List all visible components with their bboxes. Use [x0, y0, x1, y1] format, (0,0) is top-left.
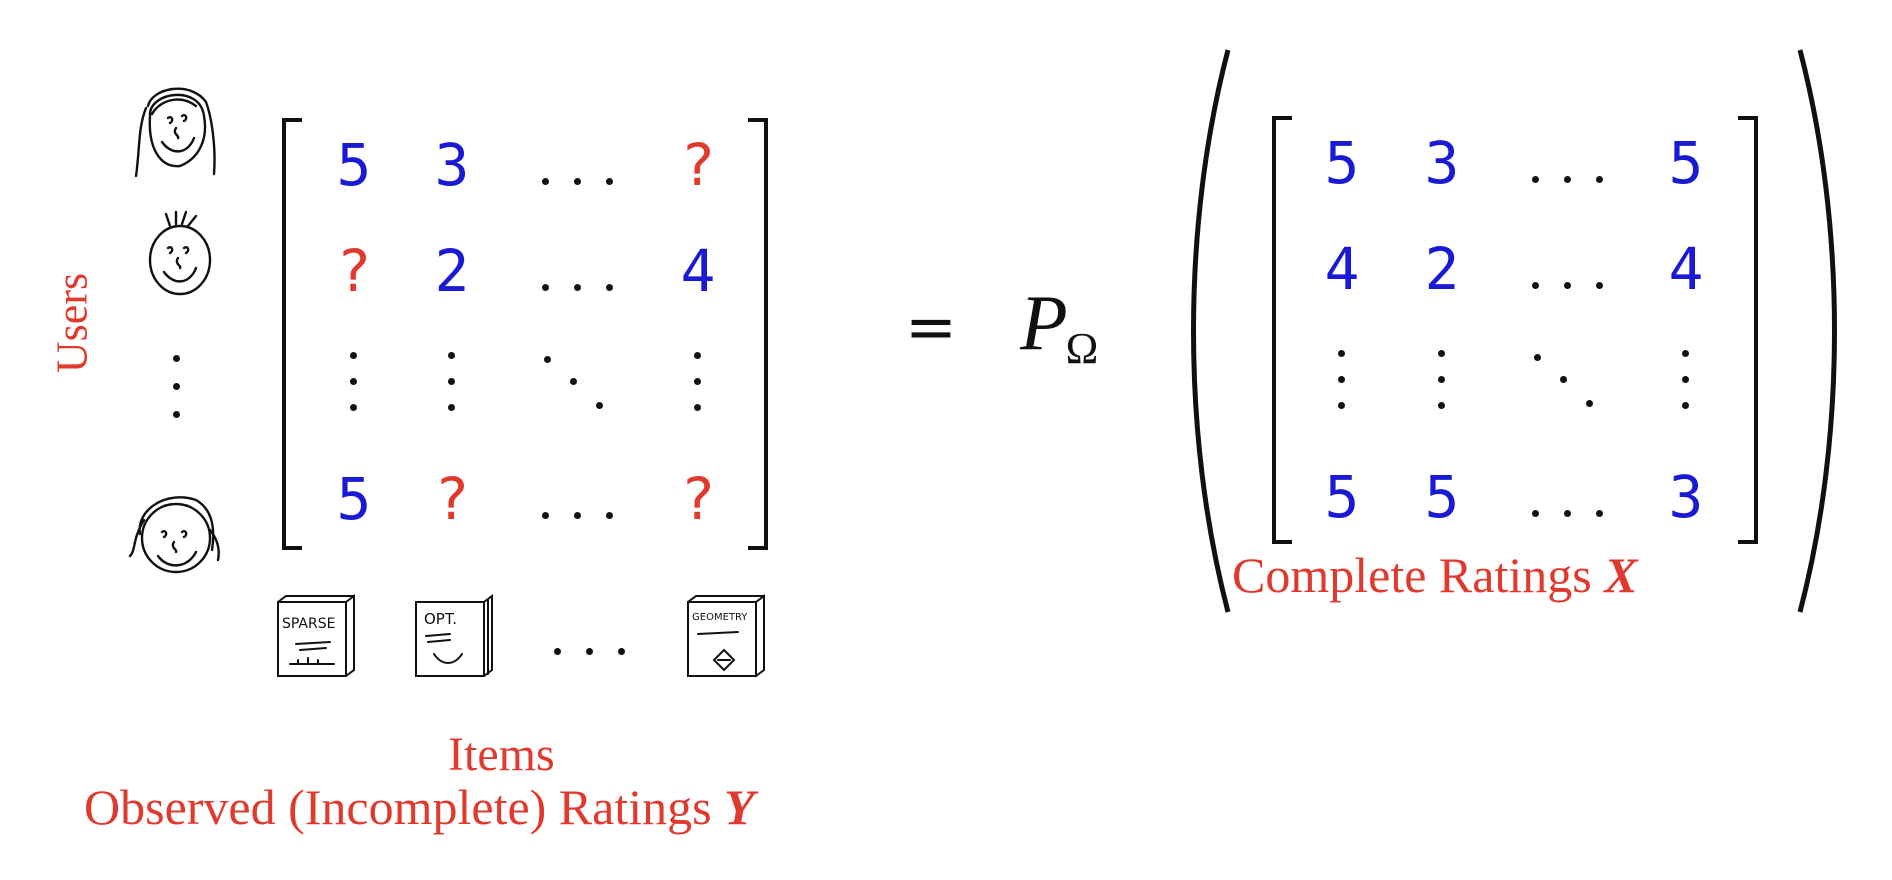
right-matrix-cell: 5 — [1324, 129, 1360, 197]
left-matrix-vdots — [688, 352, 708, 432]
observed-ratings-text: Observed (Incomplete) Ratings — [84, 779, 725, 835]
complete-ratings-text: Complete Ratings — [1232, 547, 1605, 603]
users-axis-label: Users — [47, 272, 97, 374]
user-face-icon — [128, 496, 220, 574]
right-matrix-cell: 2 — [1424, 235, 1460, 303]
left-matrix-ddots — [540, 350, 610, 420]
items-label: Items — [448, 728, 555, 781]
left-matrix-cell: ? — [434, 465, 470, 533]
y-symbol: Y — [724, 779, 755, 835]
left-matrix-cell: 2 — [434, 237, 470, 305]
right-matrix-cell: 4 — [1668, 235, 1704, 303]
right-matrix-cell: 4 — [1324, 235, 1360, 303]
right-matrix-vdots — [1432, 350, 1452, 430]
right-matrix-hdots — [1524, 128, 1608, 198]
book-title: OPT. — [424, 610, 457, 628]
right-matrix-cell: 3 — [1668, 463, 1704, 531]
book-icon: SPARSE — [277, 594, 355, 677]
right-matrix-hdots — [1524, 462, 1608, 532]
left-matrix-hdots — [534, 236, 618, 306]
left-parenthesis — [1191, 49, 1231, 613]
right-matrix-cell: 5 — [1424, 463, 1460, 531]
book-title: SPARSE — [282, 616, 335, 632]
right-matrix-hdots — [1524, 234, 1608, 304]
equals-sign: = — [905, 290, 957, 363]
left-matrix-cell: 3 — [434, 131, 470, 199]
right-parenthesis — [1797, 49, 1837, 613]
right-matrix-left-bracket — [1272, 116, 1292, 544]
right-matrix-cell: 5 — [1324, 463, 1360, 531]
right-matrix-vdots — [1332, 350, 1352, 430]
user-face-icon — [148, 210, 212, 296]
left-matrix-hdots — [534, 464, 618, 534]
complete-ratings-caption: Complete Ratings X — [1232, 546, 1638, 604]
left-matrix-hdots — [534, 130, 618, 200]
left-matrix-cell: 5 — [336, 465, 372, 533]
projection-operator: PΩ — [1020, 278, 1098, 374]
projection-subscript: Ω — [1065, 324, 1099, 373]
book-icon: OPT. — [415, 594, 493, 677]
left-matrix-cell: ? — [336, 237, 372, 305]
book-title: GEOMETRY — [692, 612, 748, 623]
left-matrix-cell: 4 — [680, 237, 716, 305]
right-matrix-ddots — [1530, 348, 1600, 418]
right-matrix-cell: 5 — [1668, 129, 1704, 197]
projection-p: P — [1020, 279, 1068, 366]
observed-ratings-caption: Observed (Incomplete) Ratings Y — [84, 778, 755, 836]
x-symbol: X — [1604, 547, 1638, 603]
book-icon: GEOMETRY — [687, 594, 765, 677]
right-matrix-right-bracket — [1738, 116, 1758, 544]
right-matrix-vdots — [1676, 350, 1696, 430]
left-matrix-cell: 5 — [336, 131, 372, 199]
left-matrix-vdots — [344, 352, 364, 432]
user-face-icon — [134, 87, 216, 178]
left-matrix-cell: ? — [680, 465, 716, 533]
left-matrix-vdots — [442, 352, 462, 432]
left-matrix-left-bracket — [282, 118, 302, 550]
right-matrix-cell: 3 — [1424, 129, 1460, 197]
left-matrix-right-bracket — [748, 118, 768, 550]
left-matrix-cell: ? — [680, 131, 716, 199]
items-hdots — [550, 600, 634, 670]
users-vdots — [164, 355, 188, 425]
